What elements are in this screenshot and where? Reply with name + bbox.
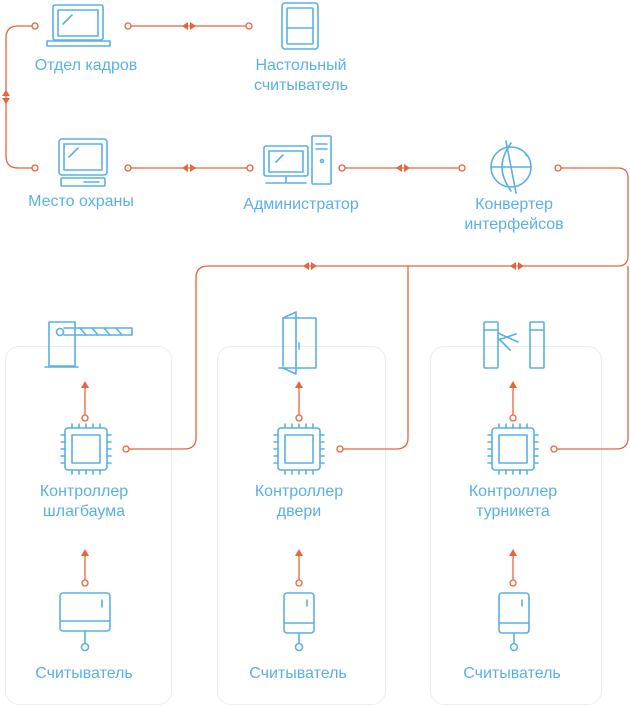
label-line: Место охраны (28, 193, 134, 210)
converter-bus-link (126, 167, 629, 450)
double-arrow-icon (182, 164, 196, 172)
label-line: двери (276, 503, 322, 520)
up-arrow-icon (295, 549, 303, 556)
desktop-reader-icon (281, 2, 319, 50)
workstation-icon (263, 135, 332, 185)
reader-narrow-icon (498, 592, 530, 652)
reader-narrow-icon (283, 592, 315, 652)
hr-to-security-link (5, 25, 35, 169)
converter-label: Конвертер интерфейсов (464, 195, 563, 235)
label-line: Отдел кадров (34, 57, 138, 74)
label-line: Контроллер (39, 483, 129, 500)
admin-label: Администратор (243, 195, 358, 215)
arrows (2, 22, 524, 556)
up-arrow-icon (509, 549, 517, 556)
up-arrow-icon (295, 381, 303, 388)
label-line: Администратор (243, 196, 359, 213)
door-reader-label: Считыватель (249, 665, 347, 682)
security-label: Место охраны (28, 192, 134, 212)
turnstile-controller-label: Контроллер турникета (469, 482, 557, 522)
barrier-controller-label: Контроллер шлагбаума (40, 482, 128, 522)
desktop-reader-label: Настольный считыватель (254, 56, 348, 96)
barrier-icon (44, 321, 133, 368)
turnstile-reader-label: Считыватель (463, 665, 561, 682)
label-line: Конвертер (475, 196, 553, 213)
chip-icon (273, 423, 325, 475)
hr-label: Отдел кадров (35, 56, 138, 76)
reader-wide-icon (59, 592, 111, 652)
label-line: турникета (476, 503, 550, 520)
laptop-icon (46, 4, 111, 47)
double-arrow-icon (510, 262, 524, 270)
monitor-icon (58, 138, 108, 187)
label-line: Контроллер (254, 483, 344, 500)
double-arrow-icon (182, 22, 196, 30)
chip-icon (60, 423, 112, 475)
turnstile-panel (430, 346, 602, 705)
label-line: шлагбаума (42, 503, 126, 520)
label-line: Настольный (255, 57, 347, 74)
up-arrow-icon (81, 381, 89, 388)
double-arrow-icon (303, 262, 317, 270)
double-arrow-icon (2, 90, 10, 104)
door-controller-label: Контроллер двери (255, 482, 343, 522)
door-controller-link (340, 266, 409, 450)
up-arrow-icon (81, 549, 89, 556)
converter-globe-icon (490, 140, 532, 194)
barrier-reader-label: Считыватель (35, 665, 133, 682)
up-arrow-icon (509, 381, 517, 388)
door-icon (278, 311, 317, 375)
label-line: Контроллер (468, 483, 558, 500)
label-line: интерфейсов (464, 216, 564, 233)
label-line: считыватель (254, 77, 348, 94)
double-arrow-icon (396, 164, 410, 172)
endpoints (31, 22, 562, 587)
turnstile-controller-link (554, 266, 629, 450)
turnstile-icon (483, 321, 545, 369)
chip-icon (487, 423, 539, 475)
